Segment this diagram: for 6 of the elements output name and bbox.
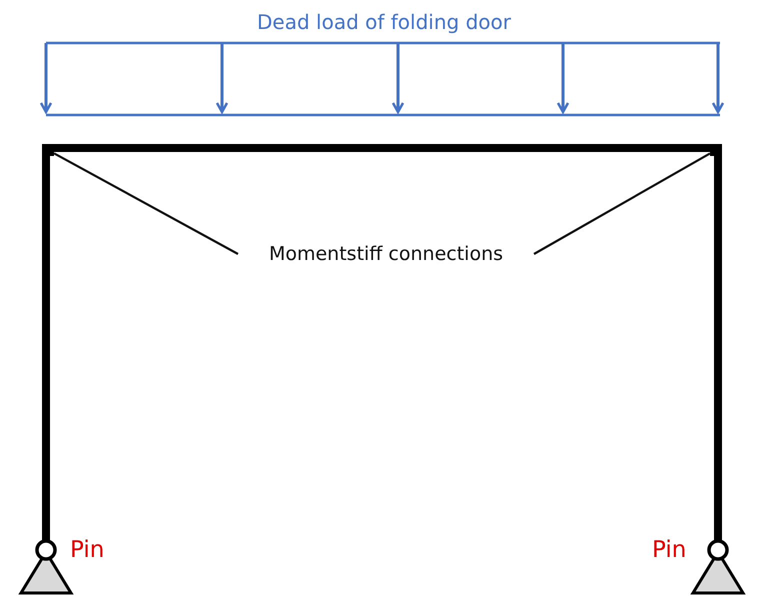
leader-line: [533, 152, 711, 255]
connection-label: Momentstiff connections: [268, 243, 504, 265]
support-label: Pin: [70, 537, 104, 563]
load-label: Dead load of folding door: [257, 10, 511, 34]
support-label: Pin: [652, 537, 686, 563]
leader-line: [53, 152, 239, 255]
